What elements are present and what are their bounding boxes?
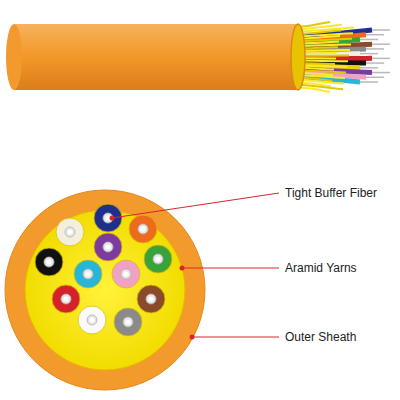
leader-lines	[110, 193, 280, 340]
leader-dot	[180, 266, 185, 271]
fiber-buffer	[35, 248, 63, 276]
leader-line	[192, 337, 279, 338]
fiber-cladding	[44, 257, 54, 267]
fiber-core	[105, 244, 110, 249]
sheath-cut-face	[291, 24, 305, 90]
bare-fiber	[366, 48, 384, 50]
cable-cross-section	[5, 190, 205, 390]
leader-line	[112, 193, 279, 218]
fiber-buffer	[78, 306, 106, 334]
callout-label: Tight Buffer Fiber	[283, 185, 379, 201]
bare-fiber	[360, 67, 378, 69]
fiber-cross-section	[56, 218, 84, 246]
aramid-strands	[288, 22, 354, 92]
fiber-cladding	[121, 269, 131, 279]
sheath-end	[6, 24, 22, 90]
callout-label: Aramid Yarns	[283, 260, 359, 276]
bare-fiber	[366, 62, 384, 64]
fiber-core	[125, 319, 130, 324]
bare-fiber	[366, 34, 384, 36]
fiber-core	[89, 317, 94, 322]
fiber-cladding	[138, 224, 148, 234]
bare-fiber	[360, 53, 378, 55]
bare-fiber	[372, 43, 390, 45]
fiber-cladding	[61, 294, 71, 304]
fiber-buffer	[129, 215, 157, 243]
fiber-buffer	[74, 260, 102, 288]
fiber-buffer	[52, 285, 80, 313]
fiber-cross-section	[52, 285, 80, 313]
fiber-cladding	[153, 254, 163, 264]
fiber-core	[155, 256, 160, 261]
fiber-cross-section	[74, 260, 102, 288]
callout-label: Outer Sheath	[283, 329, 358, 345]
fiber-cross-section	[137, 285, 165, 313]
fiber-cladding	[83, 269, 93, 279]
fiber-cladding	[103, 242, 113, 252]
sheath-body	[14, 24, 298, 90]
leader-dot	[110, 216, 115, 221]
fiber-core	[123, 271, 128, 276]
fiber-cross-section	[114, 308, 142, 336]
fiber-core	[46, 259, 51, 264]
fiber-core	[148, 296, 153, 301]
fiber-buffer	[112, 260, 140, 288]
fiber-cross-section	[129, 215, 157, 243]
fiber-buffer	[114, 308, 142, 336]
fiber-cross-section	[112, 260, 140, 288]
fiber-cross-section	[35, 248, 63, 276]
fiber-buffer	[94, 233, 122, 261]
fiber-cladding	[123, 317, 133, 327]
fiber-buffer	[56, 218, 84, 246]
bare-fiber	[372, 29, 390, 31]
bare-fiber	[372, 72, 390, 74]
fiber-core	[63, 296, 68, 301]
fiber-cross-section	[94, 204, 122, 232]
fiber-cross-section	[78, 306, 106, 334]
leader-line	[182, 268, 279, 269]
fiber-buffer	[94, 204, 122, 232]
fiber-core	[140, 226, 145, 231]
fiber-cladding	[65, 227, 75, 237]
fiber-core	[85, 271, 90, 276]
fiber-buffer	[144, 245, 172, 273]
leader-dot	[190, 335, 195, 340]
bare-fiber	[360, 39, 378, 41]
fiber-cross-section	[94, 233, 122, 261]
bare-fiber	[366, 77, 384, 79]
fiber-core	[67, 229, 72, 234]
cable-side-view	[6, 22, 390, 92]
bare-fiber	[360, 81, 378, 83]
fiber-cladding	[87, 315, 97, 325]
fiber-cross-section	[144, 245, 172, 273]
fiber-cladding	[146, 294, 156, 304]
outer-sheath-ring	[5, 190, 205, 390]
tight-buffer-fibers	[35, 204, 172, 336]
fiber-buffer	[137, 285, 165, 313]
bare-fiber	[372, 58, 390, 60]
aramid-yarn-area	[25, 210, 185, 370]
